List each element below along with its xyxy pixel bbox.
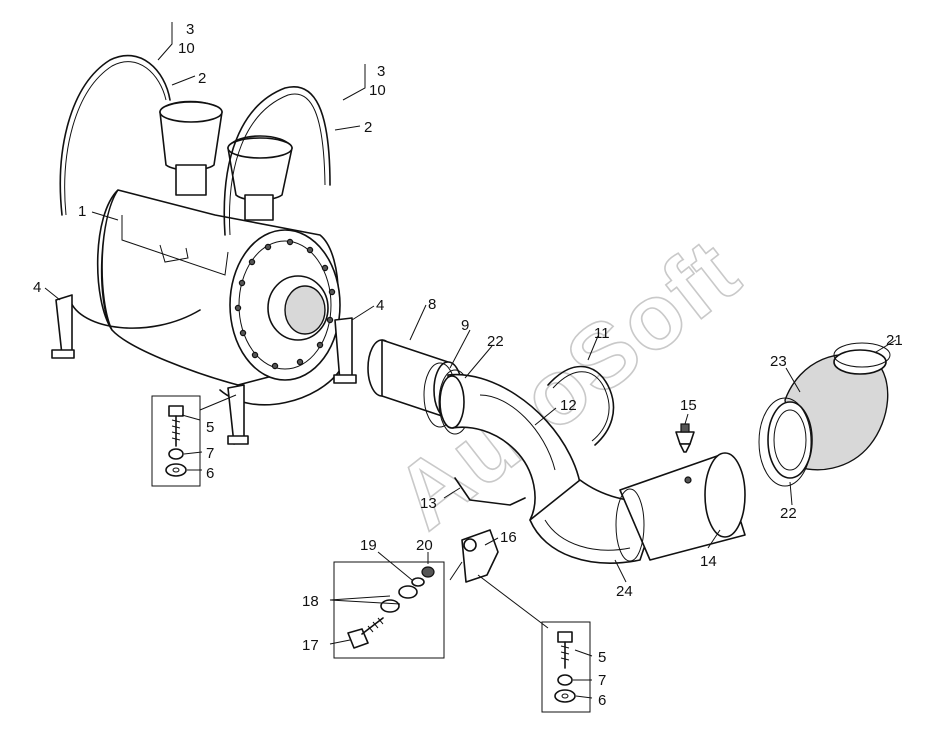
callout-3-top-left: 3 (186, 21, 194, 38)
mounting-straps (59, 54, 331, 236)
rubber-hose (758, 342, 891, 487)
fastener-set-middle (333, 561, 445, 659)
callout-12: 12 (560, 397, 577, 414)
callout-5-left: 5 (206, 419, 214, 436)
callout-2-top-left: 2 (198, 70, 206, 87)
pre-cleaner-caps (159, 100, 293, 221)
callout-24: 24 (616, 583, 633, 600)
callout-10-top-right: 10 (369, 82, 386, 99)
callout-7-left: 7 (206, 445, 214, 462)
callout-4-right: 4 (376, 297, 384, 314)
callout-8: 8 (428, 296, 436, 313)
support-bracket-13 (454, 477, 526, 506)
callout-16: 16 (500, 529, 517, 546)
outlet-tube (529, 452, 746, 564)
callout-3-top-right: 3 (377, 63, 385, 80)
callout-13: 13 (420, 495, 437, 512)
leader-lines (44, 22, 897, 699)
restriction-indicator (675, 423, 695, 453)
callout-22-sleeve: 22 (487, 333, 504, 350)
support-bracket-16 (461, 529, 499, 583)
fastener-set-left (151, 395, 201, 487)
callout-7-right: 7 (598, 672, 606, 689)
callout-1: 1 (78, 203, 86, 220)
callout-20: 20 (416, 537, 433, 554)
air-cleaner-housing (96, 189, 341, 386)
callout-19: 19 (360, 537, 377, 554)
callout-17: 17 (302, 637, 319, 654)
support-brackets (51, 294, 357, 445)
pipe-bracket (547, 365, 615, 446)
callout-6-right: 6 (598, 692, 606, 709)
callout-5-right: 5 (598, 649, 606, 666)
callout-6-left: 6 (206, 465, 214, 482)
callout-4-left: 4 (33, 279, 41, 296)
callout-2-top-right: 2 (364, 119, 372, 136)
callout-labels: 3 10 2 3 10 2 1 4 4 8 9 22 11 12 15 21 2… (33, 21, 903, 709)
callout-23: 23 (770, 353, 787, 370)
callout-15: 15 (680, 397, 697, 414)
callout-9: 9 (461, 317, 469, 334)
fastener-set-right (541, 621, 591, 713)
housing-bolt-holes (234, 238, 336, 370)
callout-11: 11 (594, 325, 610, 342)
callout-14: 14 (700, 553, 717, 570)
callout-22-hose: 22 (780, 505, 797, 522)
callout-21: 21 (886, 332, 903, 349)
callout-18: 18 (302, 593, 319, 610)
callout-10-top-left: 10 (178, 40, 195, 57)
